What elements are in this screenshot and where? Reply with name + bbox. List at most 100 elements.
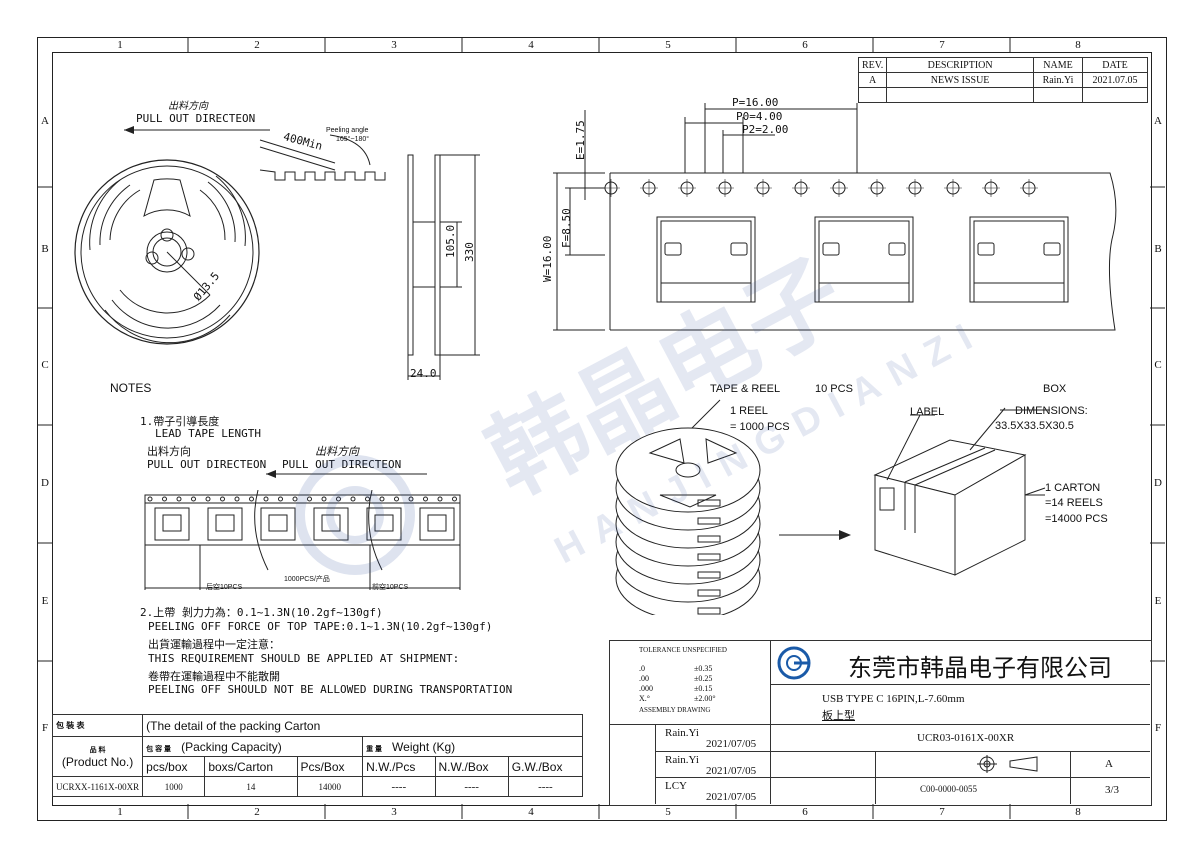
part-number: UCR03-0161X-00XR: [917, 732, 1015, 744]
col-header: Pcs/Box: [296, 756, 364, 777]
zone-label: 4: [528, 39, 534, 51]
approved-by: LCY: [665, 780, 687, 792]
rev-cell: NEWS ISSUE: [886, 72, 1034, 88]
zone-label: 8: [1075, 39, 1081, 51]
zone-label: B: [1154, 243, 1162, 255]
zone-label: F: [41, 722, 49, 734]
carton-drawing: [873, 407, 1050, 576]
table-cell: ----: [362, 776, 436, 797]
drawn-date: 2021/07/05: [706, 738, 757, 750]
rev-header: NAME: [1033, 57, 1083, 73]
weight-header: Weight (Kg): [392, 739, 456, 754]
leader-tape-drawing: [259, 134, 386, 181]
zone-label: 5: [665, 806, 671, 818]
rev-cell: 2021.07.05: [1082, 72, 1148, 88]
reel-stack-drawing: [615, 399, 761, 615]
divider: [770, 684, 1150, 685]
rev-cell: Rain.Yi: [1033, 72, 1083, 88]
tolerance-box: TOLERANCE UNSPECIFIED .0 ±0.35 .00 ±0.25…: [609, 640, 771, 725]
table-cell: 14: [204, 776, 298, 797]
divider: [655, 724, 1150, 725]
capacity-cn: 包 容 量: [146, 745, 172, 753]
watermark-logo: [295, 455, 415, 575]
zone-label: 2: [254, 806, 260, 818]
divider: [655, 777, 1150, 778]
zone-label: B: [41, 243, 49, 255]
reel-quantity: = 1000 PCS: [730, 421, 790, 433]
pull-arrow: [124, 126, 270, 134]
drawing-border: [52, 52, 1152, 806]
weight-cn: 重 量: [366, 745, 383, 753]
zone-label: 7: [939, 806, 945, 818]
sheet-size: A: [1105, 758, 1113, 770]
drawn-by: Rain.Yi: [665, 727, 699, 739]
dim-330: 330: [463, 242, 476, 262]
zone-label: E: [1154, 595, 1162, 607]
seg-right: 前空10PCS: [372, 584, 409, 591]
rev-cell: A: [857, 72, 888, 88]
dim-24: 24.0: [410, 367, 437, 380]
table-cell: ----: [507, 776, 584, 797]
divider: [655, 751, 1150, 752]
col-header: boxs/Carton: [204, 756, 298, 777]
divider: [1070, 751, 1071, 804]
carton-line-2: =14 REELS: [1045, 497, 1103, 509]
packing-title: (The detail of the packing Carton: [142, 714, 583, 737]
reel-side-view: [407, 154, 480, 380]
pitch-p0: P0=4.00: [736, 110, 783, 123]
zone-label: C: [41, 359, 49, 371]
carton-line-1: 1 CARTON: [1045, 482, 1101, 494]
zone-label: 6: [802, 806, 808, 818]
dim-105: 105.0: [444, 224, 457, 258]
box-label: BOX: [1043, 383, 1067, 395]
zone-label: D: [1154, 477, 1162, 489]
part-description: USB TYPE C 16PIN,L-7.60mm: [822, 693, 965, 705]
carrier-tape-drawing: [553, 103, 1117, 331]
notes-title: NOTES: [110, 381, 152, 395]
tape-reel-label: TAPE & REEL: [710, 383, 781, 395]
rev-header: REV.: [857, 57, 888, 73]
col-header: pcs/box: [142, 756, 206, 777]
tol-value: ±0.35: [694, 664, 713, 673]
zone-label: 3: [391, 39, 397, 51]
rev-header: DESCRIPTION: [886, 57, 1034, 73]
part-description-cn: 板上型: [822, 709, 855, 722]
table-cell: 14000: [296, 776, 364, 797]
note1-cn: 1.帶子引導長度: [140, 415, 220, 428]
checked-by: Rain.Yi: [665, 754, 699, 766]
zone-label: 7: [939, 39, 945, 51]
tol-value: ±2.00°: [694, 694, 716, 703]
product-cell: UCRXX-1161X-00XR: [51, 776, 144, 797]
zone-label: 1: [117, 806, 123, 818]
product-header: (Product No.): [61, 754, 134, 769]
divider: [655, 724, 656, 804]
zone-label: A: [41, 115, 49, 127]
col-header: N.W./Pcs: [362, 756, 436, 777]
strip-pocket: [207, 507, 243, 541]
strip-pocket: [260, 507, 296, 541]
company-name: 东莞市韩晶电子有限公司: [848, 654, 1112, 682]
zone-label: E: [41, 595, 49, 607]
zone-label: 5: [665, 39, 671, 51]
packing-table: 包 裝 表 (The detail of the packing Carton …: [51, 714, 584, 797]
note3-cn: 出貨運輸過程中一定注意：: [148, 638, 280, 651]
pitch-p: P=16.00: [732, 96, 779, 109]
capacity-header: (Packing Capacity): [181, 739, 282, 754]
title-block: [609, 640, 1152, 806]
company-logo: [777, 646, 811, 680]
rev-header: DATE: [1082, 57, 1148, 73]
revision-table: REV. DESCRIPTION NAME DATE A NEWS ISSUE …: [857, 57, 1148, 103]
tape-reel-count: 10 PCS: [815, 383, 853, 395]
zone-label: D: [41, 477, 49, 489]
reel-front-view: [74, 159, 260, 345]
approved-date: 2021/07/05: [706, 791, 757, 803]
note-pull-arrow: [266, 470, 427, 478]
col-header: G.W./Box: [507, 756, 584, 777]
dim-f: F=8.50: [560, 208, 573, 248]
packing-cn-title: 包 裝 表: [51, 714, 144, 737]
note4-cn: 卷帶在運輸過程中不能散開: [148, 670, 280, 683]
note1-en: LEAD TAPE LENGTH: [155, 427, 261, 440]
pull-direction-en: PULL OUT DIRECTEON: [136, 112, 256, 125]
strip-pocket: [366, 507, 402, 541]
note1-pull-cn-2: 出料方向: [315, 445, 359, 458]
